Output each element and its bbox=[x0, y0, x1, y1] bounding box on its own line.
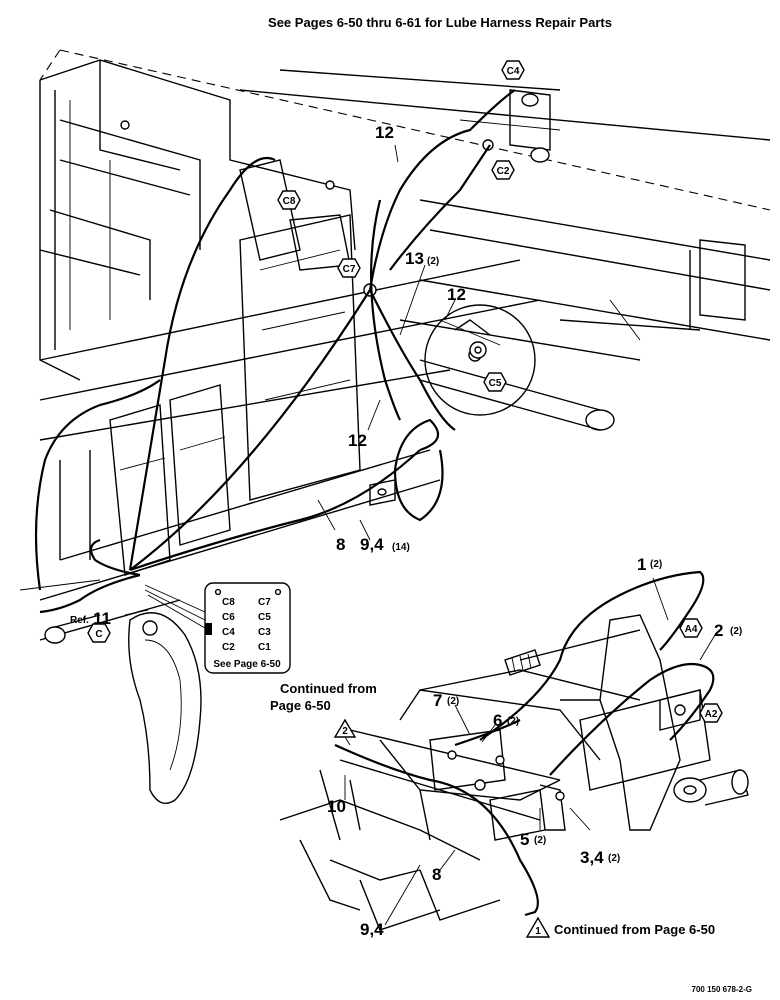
continued-top-marker: 2 bbox=[333, 718, 357, 738]
callout-8-mid: 8 bbox=[336, 535, 345, 554]
leader-lines bbox=[124, 144, 716, 926]
tag-c5: C5 bbox=[483, 372, 507, 392]
continued-bottom-text: Continued from Page 6-50 bbox=[554, 922, 715, 937]
manifold-port-c4: C4 bbox=[222, 627, 235, 638]
callout-12-top: 12 bbox=[375, 123, 394, 142]
continued-top-leader bbox=[344, 736, 351, 746]
callout-1-qty: (2) bbox=[650, 559, 662, 570]
svg-text:A4: A4 bbox=[685, 624, 698, 635]
manifold-port-c1: C1 bbox=[258, 642, 271, 653]
callout-9-4-mid-qty: (14) bbox=[392, 542, 410, 553]
page-header-title: See Pages 6-50 thru 6-61 for Lube Harnes… bbox=[268, 15, 612, 30]
upper-hoses bbox=[34, 89, 516, 614]
manifold-port-c7: C7 bbox=[258, 597, 271, 608]
callout-6: 6 bbox=[493, 711, 502, 730]
manifold-port-c8: C8 bbox=[222, 597, 235, 608]
callout-12-right: 12 bbox=[447, 285, 466, 304]
callout-2-qty: (2) bbox=[730, 626, 742, 637]
svg-text:C5: C5 bbox=[489, 378, 502, 389]
upper-frame-drawing bbox=[19, 49, 771, 804]
lower-hoses bbox=[334, 570, 715, 917]
tag-c7: C7 bbox=[337, 258, 361, 278]
callout-10: 10 bbox=[327, 797, 346, 816]
tag-c: C bbox=[87, 623, 111, 643]
svg-text:A2: A2 bbox=[705, 709, 718, 720]
callout-3-4: 3,4 bbox=[580, 848, 604, 867]
callout-1: 1 bbox=[637, 555, 646, 574]
callout-7-qty: (2) bbox=[447, 696, 459, 707]
callout-12-mid: 12 bbox=[348, 431, 367, 450]
callout-5-qty: (2) bbox=[534, 835, 546, 846]
tag-c2: C2 bbox=[491, 160, 515, 180]
continued-top-line1: Continued from bbox=[280, 681, 377, 696]
callout-5: 5 bbox=[520, 830, 529, 849]
svg-text:2: 2 bbox=[342, 726, 348, 737]
svg-text:C4: C4 bbox=[507, 66, 520, 77]
callout-8-bottom: 8 bbox=[432, 865, 441, 884]
manifold-caption: See Page 6-50 bbox=[213, 659, 281, 670]
callout-7: 7 bbox=[433, 691, 442, 710]
callout-13: 13 bbox=[405, 249, 424, 268]
ref-label: Ref. bbox=[70, 615, 89, 626]
callout-2: 2 bbox=[714, 621, 723, 640]
svg-text:C8: C8 bbox=[283, 196, 296, 207]
lower-assembly-drawing bbox=[279, 614, 749, 931]
continued-bottom-marker: 1 bbox=[525, 916, 551, 938]
tag-a4: A4 bbox=[679, 618, 703, 638]
svg-text:C: C bbox=[95, 629, 102, 640]
tag-a2: A2 bbox=[699, 703, 723, 723]
manifold-port-c6: C6 bbox=[222, 612, 235, 623]
manifold-port-c5: C5 bbox=[258, 612, 271, 623]
manifold-port-c3: C3 bbox=[258, 627, 271, 638]
callout-11: 11 bbox=[93, 609, 111, 628]
svg-text:C2: C2 bbox=[497, 166, 510, 177]
footer-part-number: 700 150 678-2-G bbox=[692, 985, 753, 994]
manifold-port-c2: C2 bbox=[222, 642, 235, 653]
svg-text:C7: C7 bbox=[343, 264, 356, 275]
detail-circle-c5 bbox=[424, 304, 536, 416]
svg-text:1: 1 bbox=[535, 926, 541, 937]
callout-9-4-bottom: 9,4 bbox=[360, 920, 384, 939]
tag-c8: C8 bbox=[277, 190, 301, 210]
manifold-block bbox=[144, 582, 291, 674]
callout-6-qty: (2) bbox=[507, 716, 519, 727]
callout-3-4-qty: (2) bbox=[608, 853, 620, 864]
callout-13-qty: (2) bbox=[427, 256, 439, 267]
callout-9-4-mid: 9,4 bbox=[360, 535, 384, 554]
tag-c4: C4 bbox=[501, 60, 525, 80]
continued-top-line2: Page 6-50 bbox=[270, 698, 331, 713]
